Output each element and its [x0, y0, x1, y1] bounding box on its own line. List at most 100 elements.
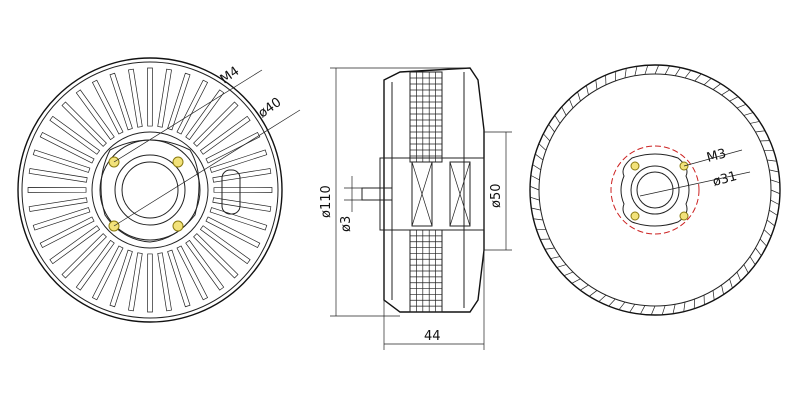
- rim-tick: [530, 175, 540, 181]
- rim-tick: [766, 219, 775, 227]
- cooling-fin: [167, 72, 191, 131]
- side-bearing-left: [411, 161, 433, 227]
- front-view: M4 ø40: [17, 57, 301, 323]
- rim-tick: [634, 66, 638, 76]
- cooling-fin: [91, 245, 124, 301]
- rim-tick: [755, 130, 766, 133]
- cooling-fin: [193, 101, 239, 147]
- rear-bolt-circle: [610, 145, 700, 235]
- rim-tick: [694, 73, 702, 82]
- cooling-fin: [212, 168, 272, 183]
- rim-tick: [529, 185, 540, 191]
- o31-label: ø31: [711, 169, 739, 190]
- side-magnets-upper: [409, 71, 443, 163]
- rear-center-hub-outer: [630, 165, 680, 215]
- rim-tick: [767, 159, 777, 162]
- rim-tick: [729, 96, 739, 102]
- o50-label: ø50: [489, 184, 504, 209]
- rear-mount-hole: [630, 161, 640, 171]
- cooling-fin: [91, 79, 124, 135]
- cooling-fin: [167, 249, 191, 308]
- side-bearing-cross: [449, 161, 471, 227]
- front-ventilation-slot: [221, 169, 241, 215]
- rim-tick: [674, 67, 681, 76]
- side-shaft: [361, 187, 393, 201]
- rim-tick: [769, 209, 778, 216]
- rim-tick: [684, 70, 692, 79]
- rim-tick: [640, 305, 646, 315]
- cooling-fin: [209, 207, 268, 231]
- rim-tick: [561, 106, 567, 116]
- cooling-fin: [61, 101, 107, 147]
- rear-inner-rim: [538, 73, 772, 307]
- cooling-fin: [28, 168, 88, 183]
- cooling-fin: [128, 68, 143, 128]
- cooling-fin: [205, 131, 261, 164]
- rim-tick: [563, 271, 574, 277]
- cooling-fin: [109, 72, 133, 131]
- rim-tick: [624, 68, 627, 78]
- rim-tick: [550, 256, 561, 259]
- rim-tick: [544, 247, 555, 250]
- cooling-fin: [199, 115, 251, 155]
- rim-tick: [736, 103, 747, 109]
- rim-tick: [554, 115, 561, 124]
- cooling-fin: [39, 131, 95, 164]
- front-mount-hole: [172, 220, 184, 232]
- rim-tick: [577, 91, 581, 102]
- m3-label: M3: [705, 146, 728, 166]
- cooling-fin: [147, 253, 153, 313]
- rim-tick: [556, 264, 567, 268]
- cooling-fin: [61, 233, 107, 279]
- cooling-fin: [27, 187, 87, 193]
- rim-tick: [654, 64, 660, 75]
- o110-label: ø110: [319, 185, 334, 218]
- rim-tick: [571, 278, 581, 284]
- rear-mount-hole: [679, 211, 689, 221]
- rim-tick: [672, 304, 676, 314]
- rim-tick: [712, 290, 715, 301]
- rim-tick: [743, 112, 754, 116]
- rim-tick: [543, 133, 551, 142]
- side-view: ø110 ø3 ø50 44: [319, 67, 512, 350]
- cooling-fin: [209, 149, 268, 173]
- front-center-hub-outer: [114, 154, 186, 226]
- side-outer-casing: [383, 67, 485, 313]
- cooling-fin: [75, 89, 115, 141]
- rim-tick: [650, 305, 656, 316]
- rim-tick: [770, 199, 780, 205]
- cooling-fin: [199, 225, 251, 265]
- front-hub-ring: [91, 131, 209, 249]
- rear-rim-ticks: [529, 64, 781, 316]
- rim-tick: [580, 284, 589, 291]
- front-inner-rim: [21, 61, 279, 319]
- rim-tick: [589, 290, 598, 297]
- cooling-fin: [28, 197, 88, 212]
- rim-tick: [595, 79, 598, 90]
- front-mount-hole: [172, 156, 184, 168]
- rim-tick: [721, 284, 724, 295]
- w44-label: 44: [424, 329, 441, 344]
- rim-tick: [743, 264, 749, 274]
- rim-tick: [749, 121, 760, 124]
- rim-tick: [769, 169, 779, 173]
- rim-tick: [703, 78, 712, 86]
- rim-tick: [759, 238, 767, 247]
- rear-view: M3 ø31: [529, 64, 781, 316]
- side-bearing-cross: [411, 161, 433, 227]
- cooling-fin: [128, 252, 143, 312]
- rim-tick: [586, 85, 589, 96]
- rim-tick: [683, 302, 686, 312]
- o40-leader-line: [113, 109, 301, 227]
- rim-tick: [721, 89, 730, 96]
- rim-tick: [548, 124, 555, 133]
- cooling-fin: [185, 89, 225, 141]
- side-magnets-lower-grid: [410, 230, 442, 312]
- rim-tick: [749, 256, 756, 265]
- cooling-fin: [205, 216, 261, 249]
- cooling-fin: [32, 207, 91, 231]
- rim-tick: [608, 298, 616, 307]
- cooling-fin: [75, 239, 115, 291]
- front-center-hub-bore: [121, 161, 179, 219]
